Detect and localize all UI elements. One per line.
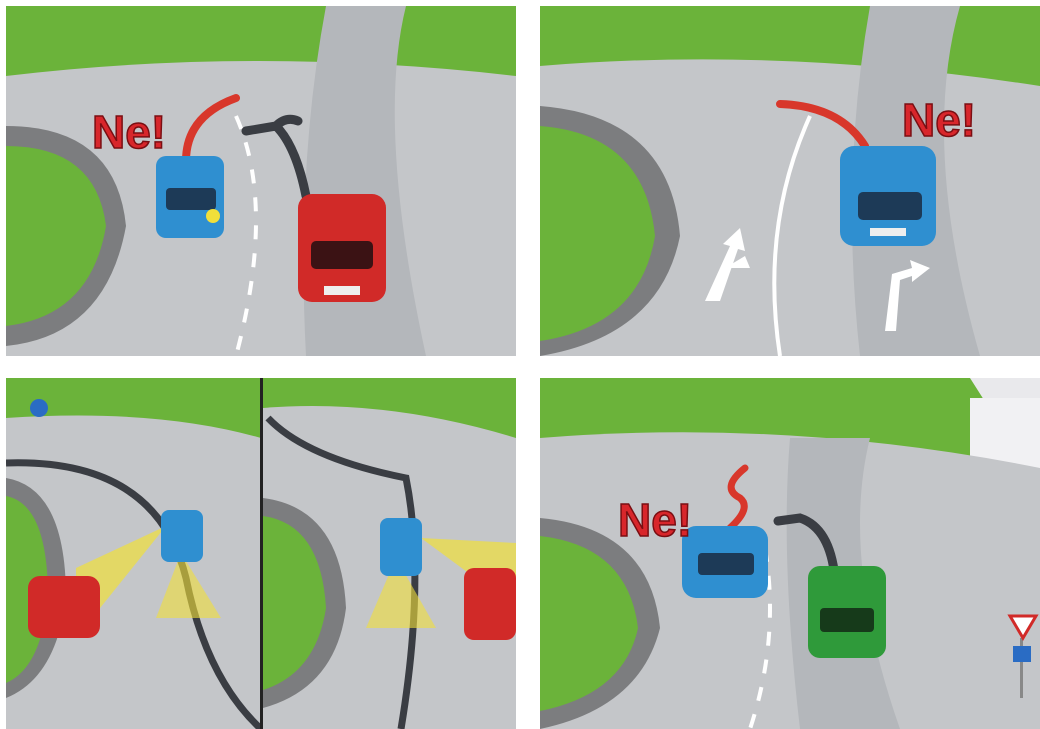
scene-illustration: Ne! [540, 378, 1040, 729]
car-blue [682, 526, 768, 598]
car-green [808, 566, 886, 658]
warning-text: Ne! [902, 94, 976, 146]
panel-bottom-left [6, 378, 516, 729]
warning-text: Ne! [618, 494, 692, 546]
panel-top-right: Ne! [540, 6, 1040, 356]
car-red [464, 568, 516, 640]
scene-illustration: Ne! [540, 6, 1040, 356]
scene-illustration [6, 378, 516, 729]
car-blue [380, 518, 422, 576]
panel-top-left: Ne! [6, 6, 516, 356]
scene-illustration: Ne! [6, 6, 516, 356]
car-blue [161, 510, 203, 562]
car-blue [840, 146, 936, 246]
info-sign [30, 399, 48, 417]
warning-text: Ne! [92, 106, 166, 158]
panel-divider [260, 378, 263, 729]
panel-bottom-right: Ne! [540, 378, 1040, 729]
car-red [298, 194, 386, 302]
car-red [28, 576, 100, 638]
car-blue [156, 156, 224, 238]
